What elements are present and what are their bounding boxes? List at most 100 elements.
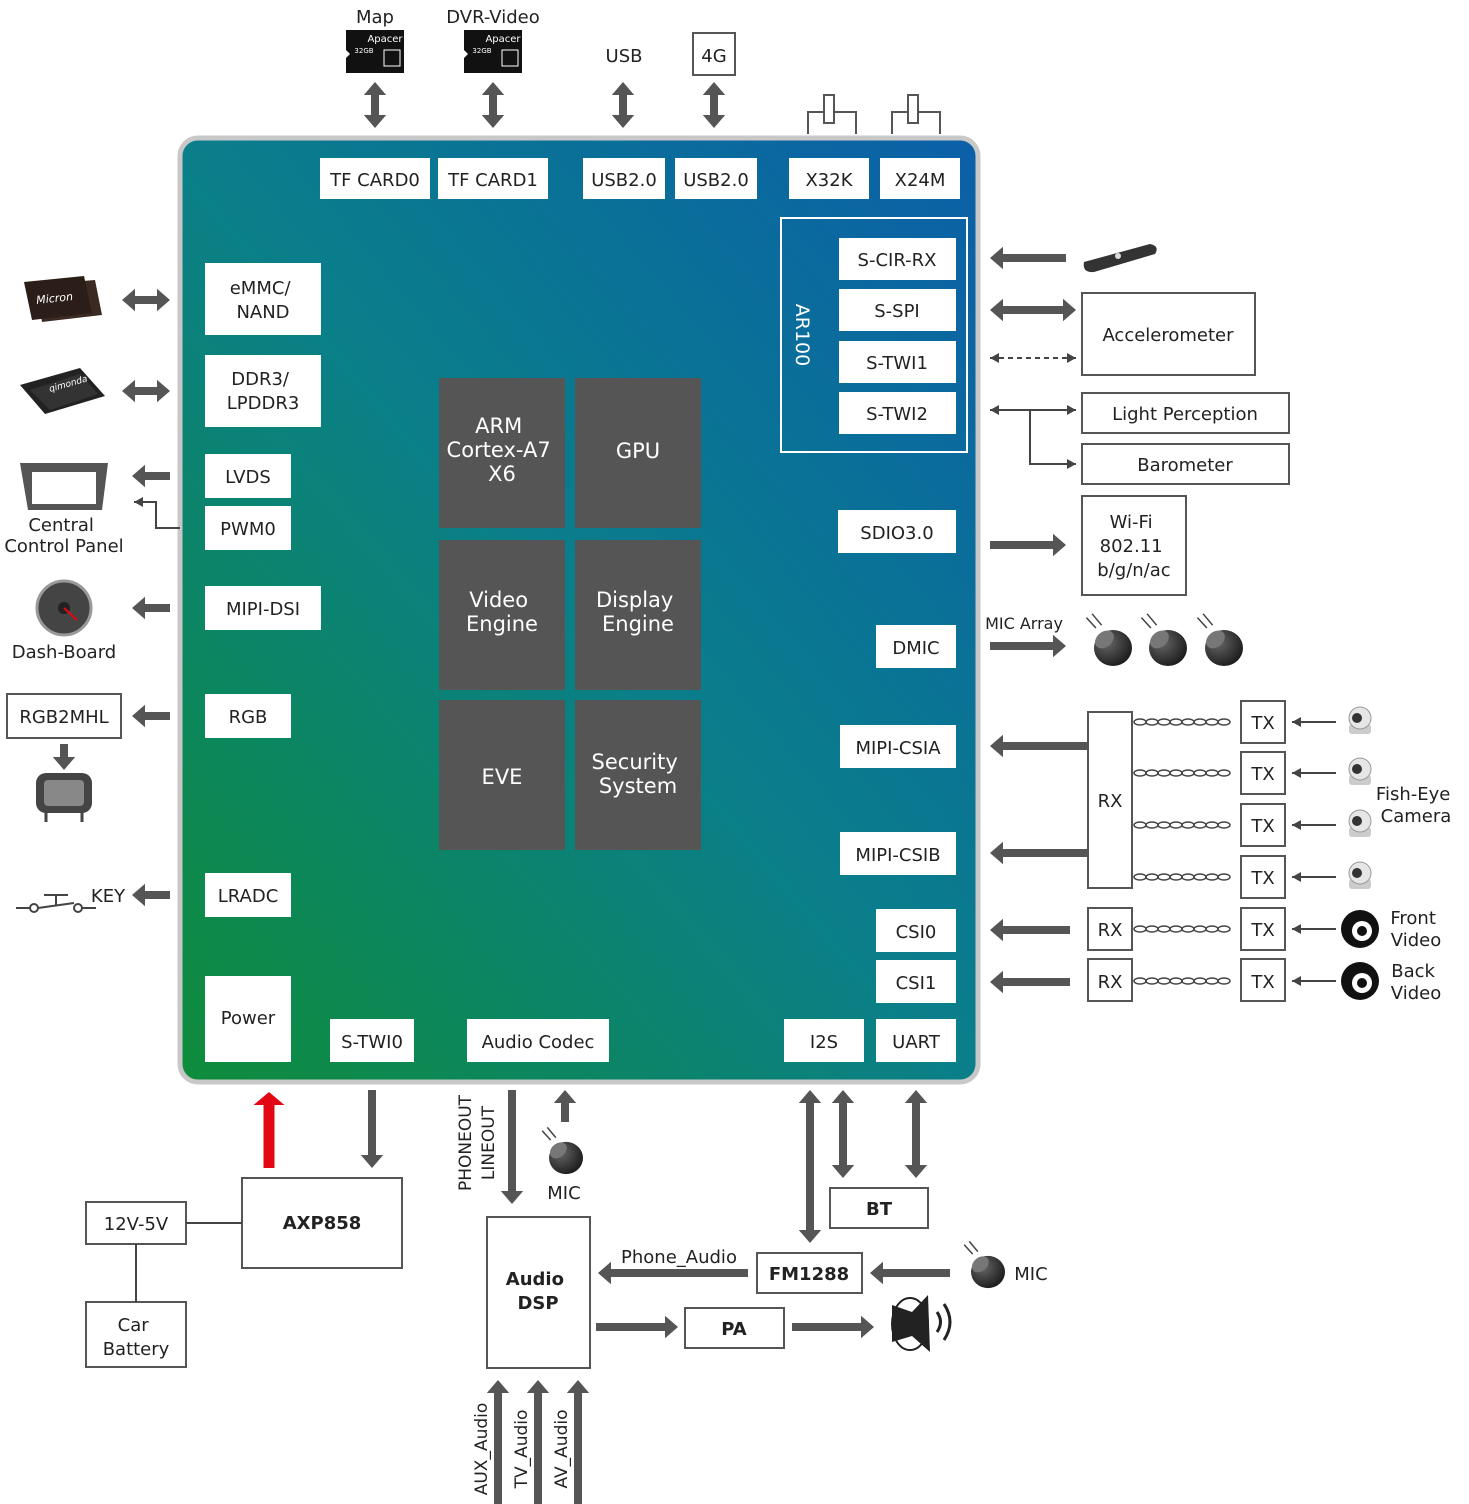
cable-link — [1193, 718, 1207, 726]
cable-link — [1181, 718, 1195, 726]
dvr-label: DVR-Video — [446, 7, 540, 28]
port-x32k: X32K — [805, 170, 853, 191]
av-label: AV_Audio — [552, 1410, 572, 1489]
sd-card-icon: Apacer 32GB — [346, 30, 404, 73]
arrow — [122, 288, 170, 312]
tx-label-4: TX — [1250, 868, 1274, 889]
map-label: Map — [356, 7, 394, 28]
port-usb-b: USB2.0 — [683, 170, 749, 191]
cable-link — [1157, 873, 1171, 881]
light-label: Light Perception — [1112, 404, 1258, 425]
v12-label: 12V-5V — [104, 1214, 169, 1235]
camera-icon — [1348, 861, 1372, 889]
arrow — [360, 1090, 384, 1168]
central-label-l1: Central — [28, 515, 94, 536]
sd-capacity-1: 32GB — [472, 47, 491, 55]
arrow — [526, 1380, 550, 1504]
mic-lead — [541, 1130, 552, 1141]
arrow — [596, 1315, 678, 1339]
port-s-spi: S-SPI — [874, 301, 920, 322]
cable — [1133, 925, 1231, 933]
top-ports: TF CARD0 TF CARD1 USB2.0 USB2.0 X32K X24… — [320, 158, 960, 199]
cable-link — [1169, 977, 1183, 985]
microphone-icon — [1196, 613, 1243, 667]
cable-link — [1205, 769, 1219, 777]
port-emmc-l1: eMMC/ — [230, 278, 292, 299]
tx-label-2: TX — [1250, 764, 1274, 785]
arrow-head — [1292, 768, 1301, 778]
axp-label: AXP858 — [283, 1213, 362, 1234]
port-tf-card1: TF CARD1 — [447, 170, 538, 191]
arrow — [990, 298, 1076, 322]
cable-link — [1181, 977, 1195, 985]
arrow — [990, 246, 1066, 270]
cable-link — [1193, 925, 1207, 933]
mic-lead — [968, 1240, 979, 1253]
port-sdio: SDIO3.0 — [860, 523, 933, 544]
ddr-chip-icon: qimonda — [20, 368, 105, 414]
arrow-head — [990, 405, 999, 415]
port-s-twi1: S-TWI1 — [866, 353, 928, 374]
port-lvds: LVDS — [225, 467, 271, 488]
mic-lead — [1140, 617, 1152, 629]
headrest-display-icon — [36, 773, 92, 822]
microphone-icon — [541, 1126, 583, 1175]
cable-link — [1181, 821, 1195, 829]
port-ddr: DDR3/ LPDDR3 — [227, 369, 300, 414]
arrow — [611, 82, 635, 128]
cable-link — [1217, 873, 1231, 881]
arrow — [990, 841, 1088, 865]
right-devices: Accelerometer Light Perception Barometer… — [985, 244, 1451, 1004]
arrow-head — [1292, 717, 1301, 727]
mic-lead — [1202, 613, 1214, 626]
arrow — [500, 1090, 524, 1204]
port-ddr-l1: DDR3/ — [231, 369, 290, 390]
wifi-l2: 802.11 — [1100, 536, 1163, 557]
cable-link — [1193, 769, 1207, 777]
cable-link — [1133, 718, 1147, 726]
cable-link — [1145, 925, 1159, 933]
camera-cables — [1133, 718, 1231, 985]
aux-label: AUX_Audio — [472, 1403, 492, 1496]
port-tf-card0: TF CARD0 — [329, 170, 420, 191]
port-csi1: CSI1 — [896, 973, 937, 994]
crystal-icon — [807, 94, 857, 134]
rx-front-label: RX — [1098, 920, 1123, 941]
port-ddr-l2: LPDDR3 — [227, 393, 300, 414]
camera-icon — [1348, 809, 1372, 837]
tx-label-3: TX — [1250, 816, 1274, 837]
central-label-l2: Control Panel — [4, 536, 123, 557]
arrow — [363, 82, 387, 128]
phone-audio-label: Phone_Audio — [621, 1247, 737, 1268]
fm-label: FM1288 — [769, 1264, 849, 1285]
front-l2: Video — [1391, 930, 1441, 951]
tx-label-5: TX — [1250, 920, 1274, 941]
wifi-l1: Wi-Fi — [1110, 512, 1153, 533]
cable — [1133, 821, 1231, 829]
core-display: Display Engine — [596, 588, 680, 636]
cable-link — [1169, 769, 1183, 777]
cable-link — [1193, 821, 1207, 829]
port-x24m: X24M — [895, 170, 946, 191]
arrow-head — [1292, 976, 1301, 986]
cable-link — [1205, 873, 1219, 881]
camera-lens — [1352, 816, 1362, 826]
lineout-label: LINEOUT — [479, 1105, 499, 1180]
connector-arrows — [52, 82, 1336, 1504]
arrow — [792, 1315, 874, 1339]
arrow-head — [1292, 820, 1301, 830]
g4-label: 4G — [701, 46, 726, 67]
phoneout-label: PHONEOUT — [456, 1094, 476, 1191]
battery-label: Car Battery — [103, 1315, 170, 1360]
port-power: Power — [221, 1008, 276, 1029]
display-panel-icon — [20, 463, 108, 510]
cable-link — [1205, 925, 1219, 933]
mic-lead — [1196, 617, 1208, 629]
port-rgb: RGB — [229, 707, 268, 728]
front-video-label: Front Video — [1390, 908, 1441, 951]
cable-link — [1169, 925, 1183, 933]
rx-back-label: RX — [1098, 972, 1123, 993]
cable-link — [1157, 821, 1171, 829]
cable-link — [1217, 925, 1231, 933]
core-security-l1: Security — [592, 750, 678, 774]
